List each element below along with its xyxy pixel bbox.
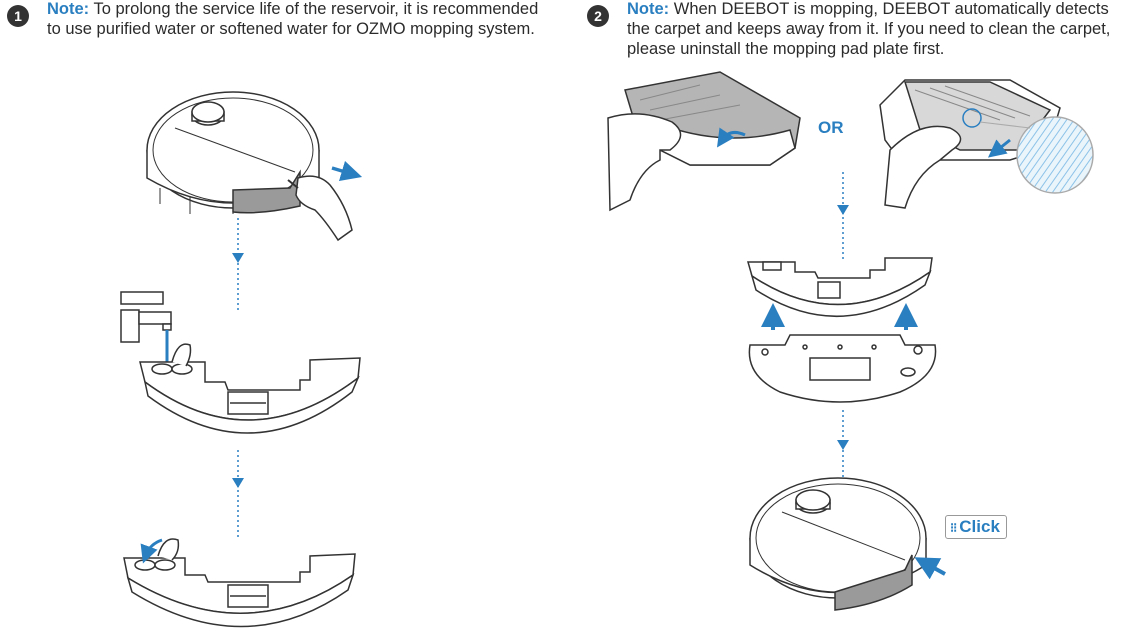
- step-2-note-line2: the carpet and keeps away from it. If yo…: [627, 20, 1111, 38]
- remove-arrow-b-icon: [987, 138, 1011, 158]
- step-2-number: 2: [587, 5, 609, 27]
- zoom-focus-ring: [962, 108, 982, 128]
- step-2-note-line1: When DEEBOT is mopping, DEEBOT automatic…: [669, 0, 1109, 18]
- mop-plate-illustration: [748, 334, 937, 403]
- zoom-line-1: [979, 121, 1031, 129]
- click-sparks-icon: ⁝⁝: [950, 520, 957, 535]
- close-cap-arrow-icon: [140, 538, 163, 564]
- or-label: OR: [818, 118, 844, 137]
- grip-mark-icon: [287, 179, 299, 189]
- step-1-note: Note: To prolong the service life of the…: [47, 0, 567, 39]
- remove-mop-plate-option-b: [879, 79, 1061, 209]
- step-1-note-line1: To prolong the service life of the reser…: [89, 0, 539, 18]
- faucet-fill-illustration: [120, 291, 172, 343]
- reservoir-closed-illustration: [123, 538, 356, 628]
- reservoir-open-illustration: [139, 343, 361, 434]
- click-label: Click: [959, 517, 1000, 536]
- step-2-note-lead: Note:: [627, 0, 670, 18]
- step-2-note-line3: please uninstall the mopping pad plate f…: [627, 40, 945, 58]
- flow-arrow-4-head-icon: [837, 440, 849, 450]
- step-1-note-lead: Note:: [47, 0, 90, 18]
- push-arrow-icon: [914, 557, 946, 580]
- step-1-note-line2: to use purified water or softened water …: [47, 20, 535, 38]
- robot-insert-reservoir-illustration: [749, 477, 927, 611]
- pull-arrow-icon: [331, 160, 363, 182]
- reservoir-only-illustration: [747, 257, 933, 317]
- pad-detail-magnifier: [1016, 116, 1094, 194]
- step-1-number: 1: [7, 5, 29, 27]
- robot-remove-reservoir-illustration: [146, 91, 353, 242]
- flow-arrow-3-head-icon: [837, 205, 849, 215]
- click-badge: ⁝⁝Click: [945, 515, 1007, 539]
- flow-arrow-1-head-icon: [232, 253, 244, 263]
- remove-mop-plate-option-a: [607, 71, 801, 212]
- remove-arrow-a-icon: [717, 127, 746, 148]
- flow-arrow-2-head-icon: [232, 478, 244, 488]
- step-2-note: Note: When DEEBOT is mopping, DEEBOT aut…: [627, 0, 1132, 59]
